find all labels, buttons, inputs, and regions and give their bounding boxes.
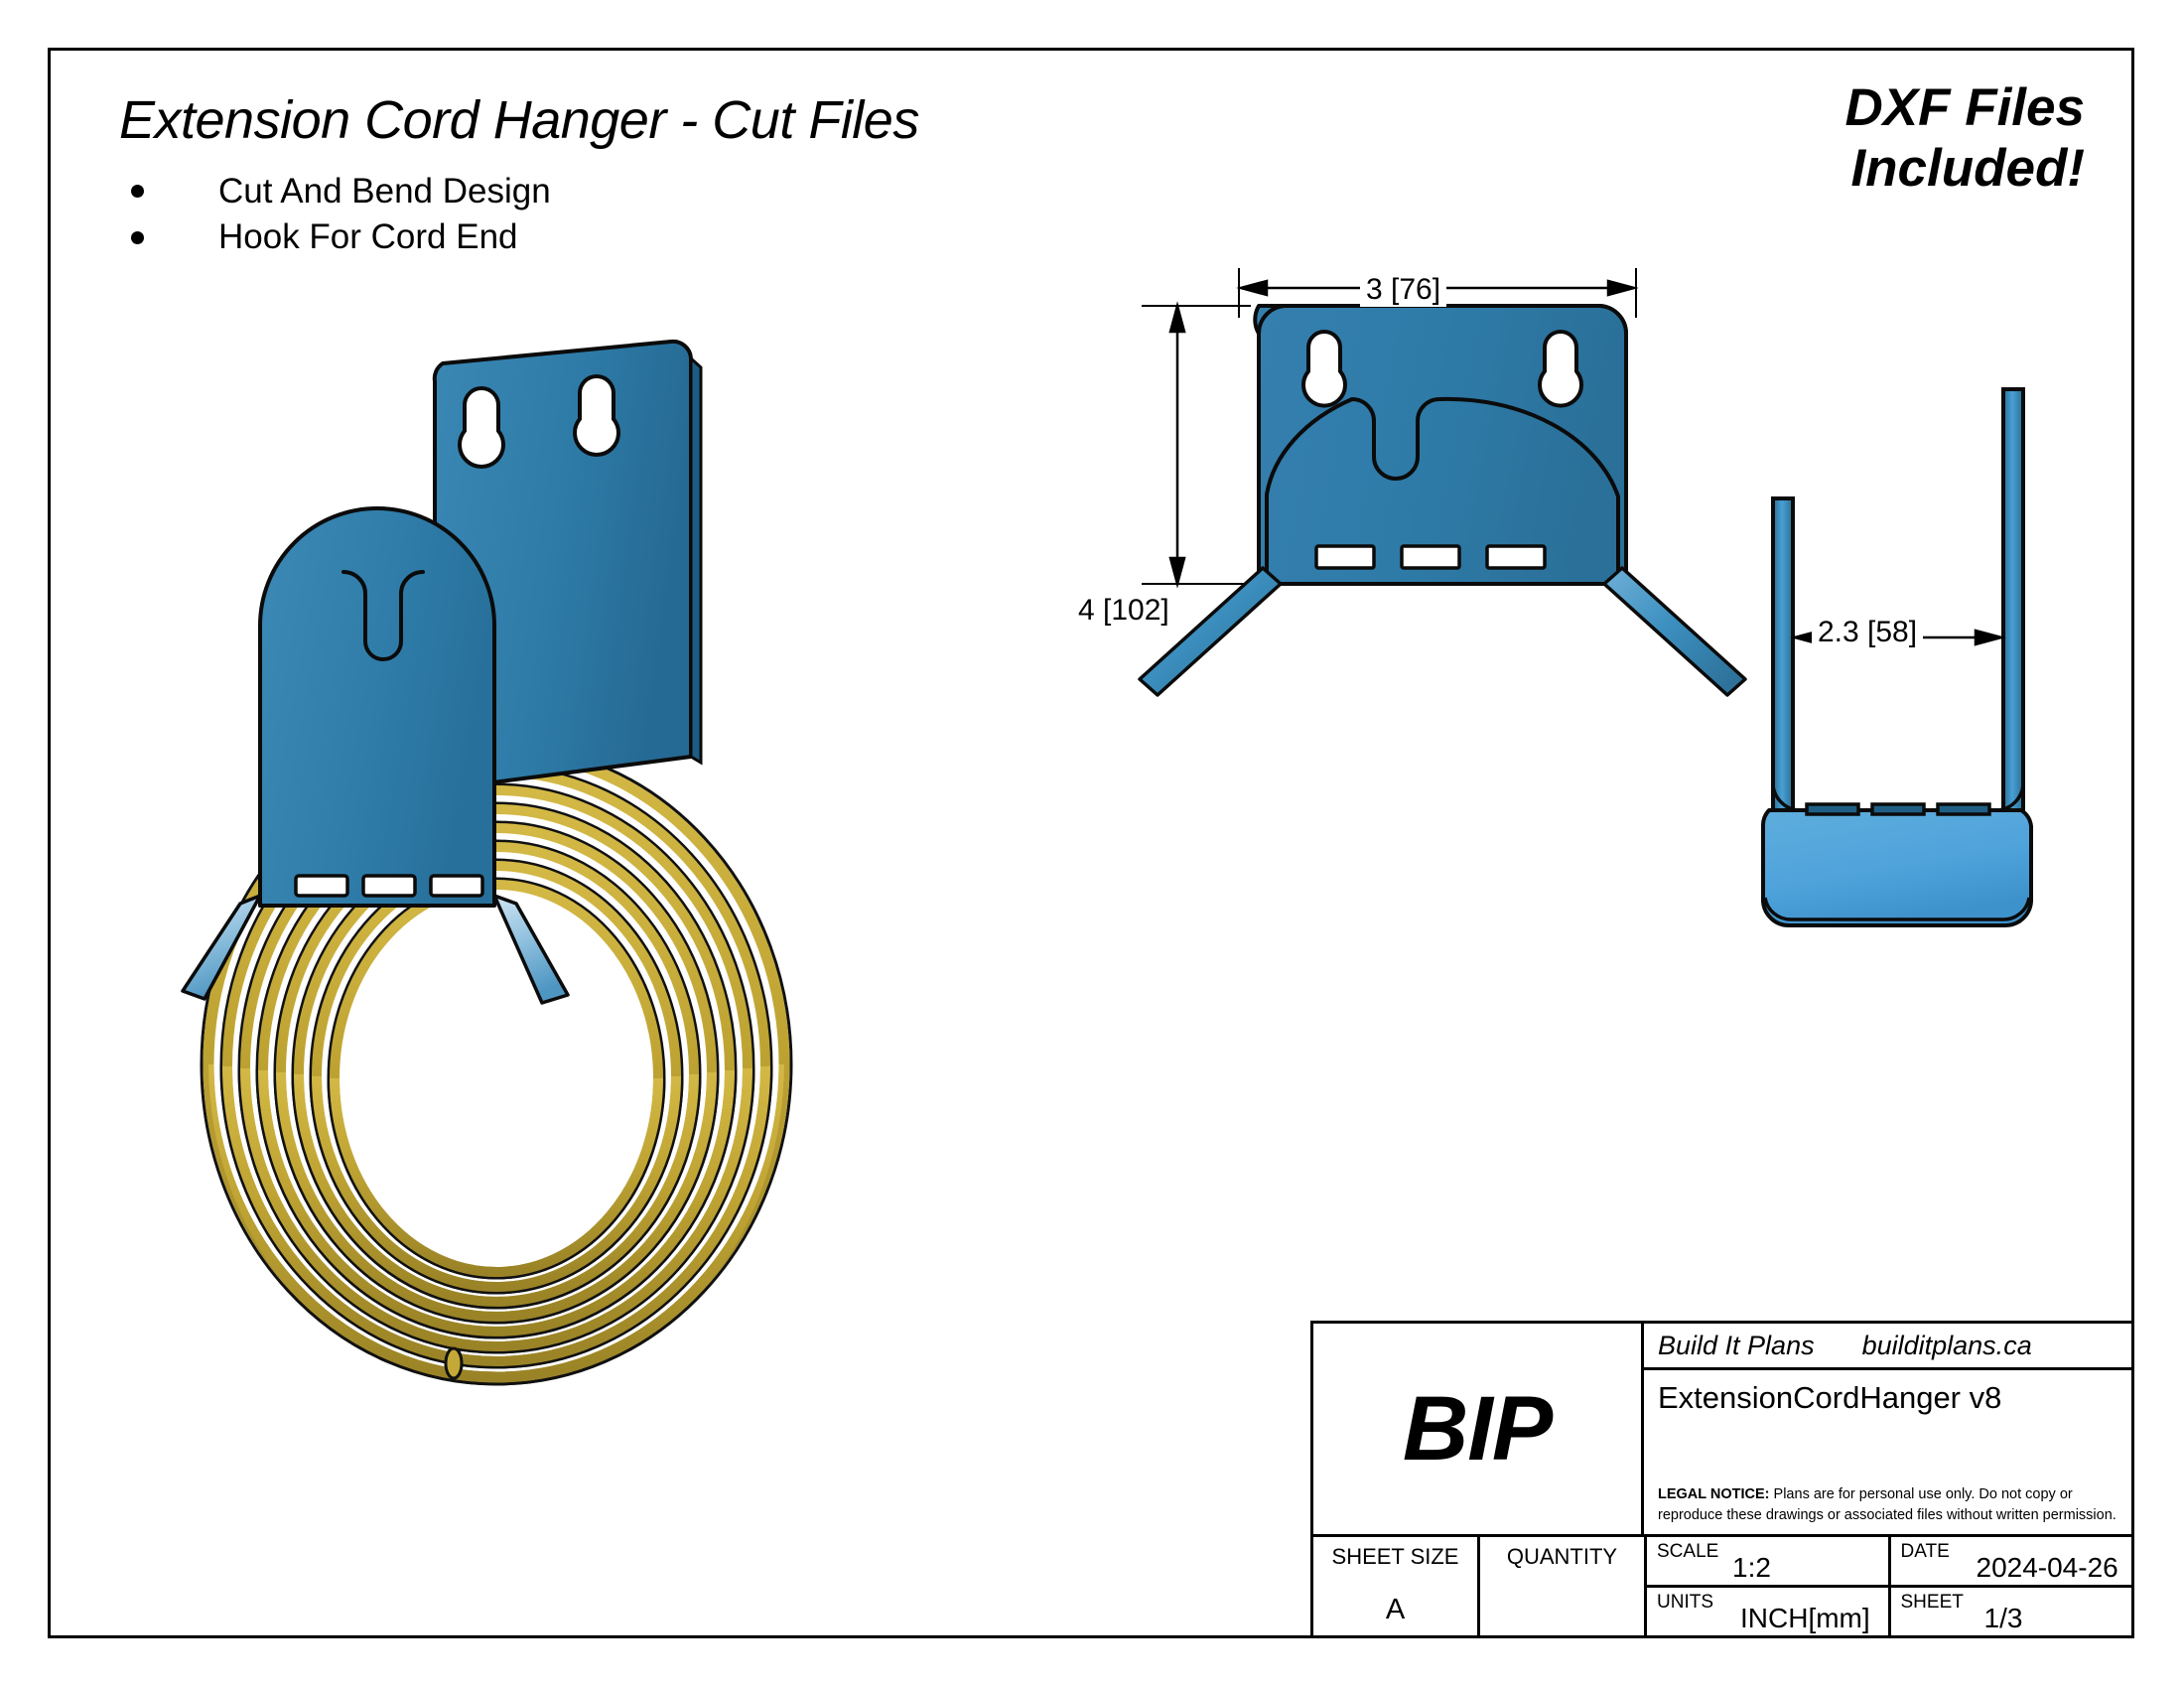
units-sheet-row: UNITS INCH[mm] SHEET 1/3 — [1647, 1588, 2131, 1635]
bend-tab-slots — [1314, 544, 1547, 570]
drawing-sheet-border — [48, 48, 2134, 1638]
bend-corners — [1771, 779, 2025, 812]
company-row: Build It Plans builditplans.ca — [1644, 1324, 2131, 1370]
support-leg-right — [492, 894, 570, 1005]
part-name-area: ExtensionCordHanger v8 LEGAL NOTICE: Pla… — [1644, 1370, 2131, 1534]
scale-cell: SCALE 1:2 — [1647, 1537, 1891, 1585]
list-item: Hook For Cord End — [119, 214, 1310, 260]
legal-notice-body: Plans are for personal use only. Do not … — [1658, 1485, 2116, 1523]
feature-label: Hook For Cord End — [218, 217, 518, 257]
scale-value: 1:2 — [1732, 1552, 1771, 1583]
rear-plate-edge — [2001, 387, 2025, 812]
sheet-size-cell: SHEET SIZE A — [1313, 1537, 1480, 1635]
title-block-lower-right: SCALE 1:2 DATE 2024-04-26 UNITS INCH[mm]… — [1647, 1537, 2131, 1635]
dimension-depth-label: 2.3 [58] — [1812, 616, 1924, 649]
title-block-upper: BIP Build It Plans builditplans.ca Exten… — [1313, 1324, 2131, 1537]
support-leg-left — [1138, 566, 1283, 697]
bend-tab-slots — [1805, 802, 1991, 816]
dimension-height — [1168, 301, 1186, 589]
logo-cell: BIP — [1313, 1324, 1644, 1534]
sheet-value: 1/3 — [1983, 1603, 2023, 1633]
cord-hook-notch — [341, 570, 425, 661]
units-cell: UNITS INCH[mm] — [1647, 1588, 1891, 1635]
front-plate-body — [1253, 304, 1628, 586]
list-item: Cut And Bend Design — [119, 169, 1310, 214]
bend-tab-slots — [294, 874, 484, 898]
quantity-label: QUANTITY — [1506, 1544, 1618, 1569]
keyhole-slot-left — [1301, 330, 1347, 408]
front-elevation-view — [1082, 248, 1747, 963]
sheet-header: Extension Cord Hanger - Cut Files Cut An… — [119, 89, 1310, 260]
title-block-lower: SHEET SIZE A QUANTITY SCALE 1:2 DATE 202… — [1313, 1537, 2131, 1635]
page-title: Extension Cord Hanger - Cut Files — [119, 90, 919, 150]
title-block-upper-right: Build It Plans builditplans.ca Extension… — [1644, 1324, 2131, 1534]
extension-cord-coil-front — [208, 1063, 784, 1386]
part-name: ExtensionCordHanger v8 — [1658, 1380, 2002, 1415]
dimension-width-label: 3 [76] — [1360, 273, 1447, 307]
feature-label: Cut And Bend Design — [218, 172, 551, 211]
company-website: builditplans.ca — [1861, 1330, 2032, 1360]
banner-line-2: Included! — [1850, 139, 2085, 199]
legal-notice: LEGAL NOTICE: Plans are for personal use… — [1658, 1484, 2121, 1526]
support-legs — [1138, 566, 1747, 697]
scale-label: SCALE — [1657, 1541, 1719, 1562]
support-leg-right — [1602, 566, 1747, 697]
units-label: UNITS — [1657, 1592, 1713, 1613]
front-flap-edge — [1771, 496, 1795, 812]
sheet-size-label: SHEET SIZE — [1331, 1544, 1459, 1569]
side-elevation-view — [1688, 377, 2105, 993]
bracket-front-flap — [181, 506, 570, 1005]
date-cell: DATE 2024-04-26 — [1891, 1537, 2132, 1585]
isometric-assembly-view — [149, 328, 1003, 1450]
date-label: DATE — [1900, 1541, 1950, 1562]
dimension-height-label: 4 [102] — [1072, 594, 1175, 628]
dxf-files-banner: DXF Files Included! — [1844, 77, 2085, 200]
scale-date-row: SCALE 1:2 DATE 2024-04-26 — [1647, 1537, 2131, 1588]
bullet-dot-icon — [131, 185, 144, 199]
dimension-extension-lines — [1142, 268, 1637, 585]
keyhole-slot-left — [458, 386, 505, 469]
feature-list: Cut And Bend Design Hook For Cord End — [119, 169, 1310, 260]
base-plate — [1761, 802, 2033, 928]
sheet-number-cell: SHEET 1/3 — [1891, 1588, 2132, 1635]
banner-line-1: DXF Files — [1844, 78, 2085, 137]
sheet-label: SHEET — [1900, 1592, 1964, 1613]
front-flap-outline — [1265, 396, 1620, 584]
sheet-size-value: A — [1385, 1594, 1406, 1625]
company-name: Build It Plans — [1658, 1330, 1815, 1360]
keyhole-slot-right — [573, 374, 620, 457]
support-leg-left — [181, 894, 262, 1001]
title-block: BIP Build It Plans builditplans.ca Exten… — [1310, 1321, 2134, 1638]
quantity-cell: QUANTITY — [1480, 1537, 1647, 1635]
legal-notice-heading: LEGAL NOTICE: — [1658, 1485, 1770, 1502]
bip-logo: BIP — [1402, 1377, 1553, 1479]
date-value: 2024-04-26 — [1976, 1552, 2118, 1583]
units-value: INCH[mm] — [1740, 1603, 1870, 1633]
keyhole-slot-right — [1538, 330, 1583, 408]
bullet-dot-icon — [131, 230, 144, 244]
